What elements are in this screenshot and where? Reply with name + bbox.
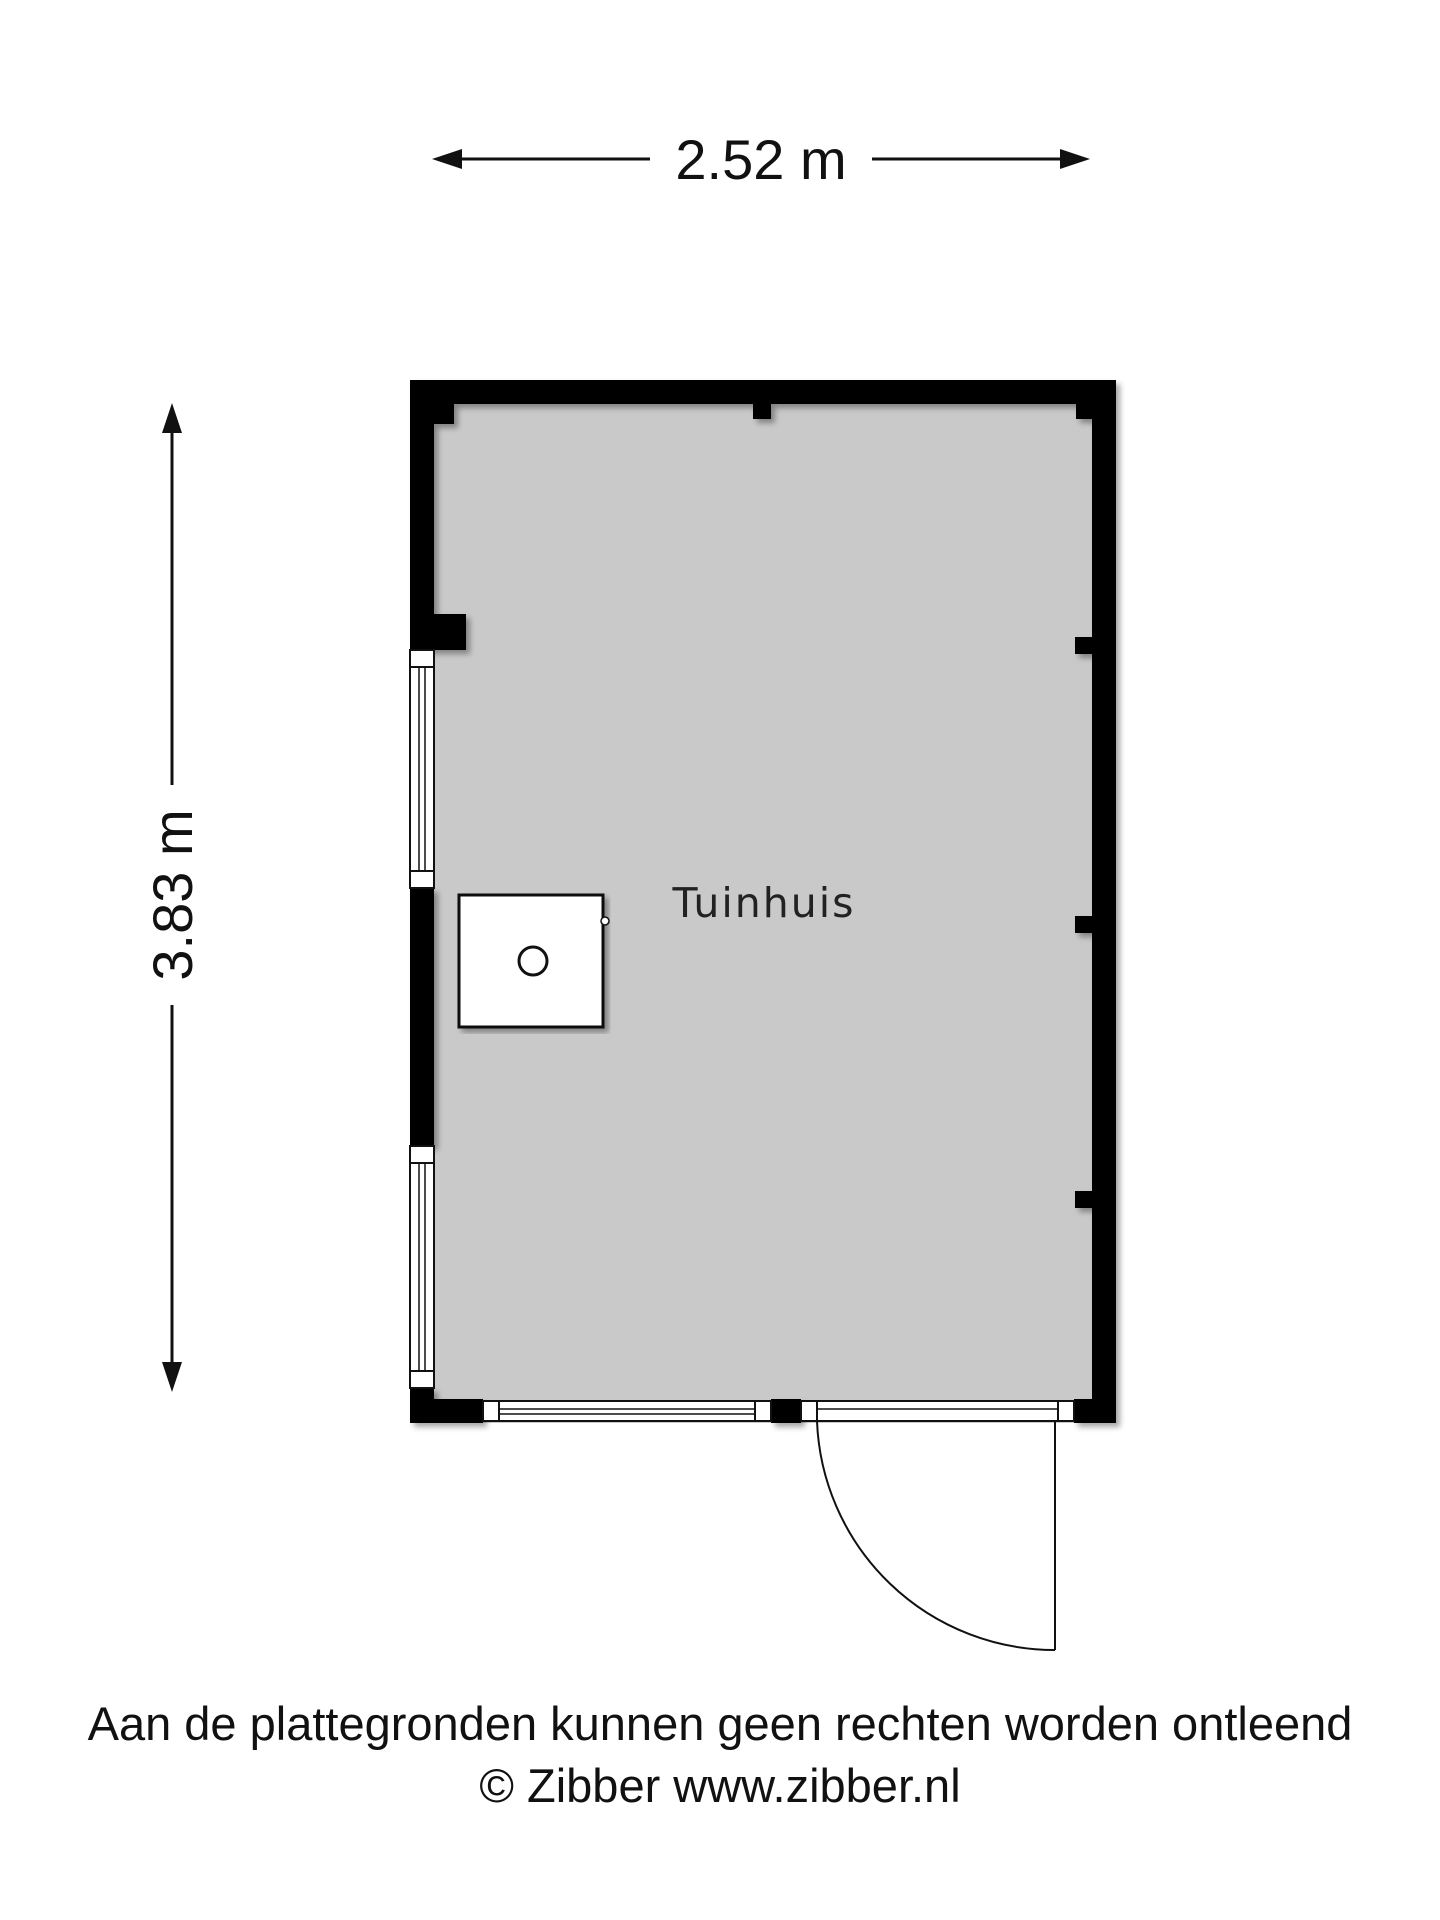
- arrow-down-icon: [162, 1362, 182, 1392]
- copyright-text: © Zibber www.zibber.nl: [479, 1759, 961, 1812]
- room: Tuinhuis: [409, 380, 1116, 1651]
- arrow-right-icon: [1060, 149, 1090, 169]
- height-label: 3.83 m: [141, 809, 204, 980]
- window-left-lower: [409, 1145, 435, 1389]
- window-left-upper: [409, 649, 435, 889]
- width-dimension: 2.52 m: [432, 128, 1090, 191]
- window-bottom: [482, 1400, 772, 1422]
- fixture-drain-icon: [517, 945, 549, 977]
- width-label: 2.52 m: [675, 128, 846, 191]
- arrow-up-icon: [162, 403, 182, 433]
- room-label: Tuinhuis: [672, 879, 856, 927]
- door: [800, 1400, 1075, 1651]
- walls: [410, 380, 1116, 1423]
- door-swing-arc: [816, 1420, 1056, 1651]
- height-dimension: 3.83 m: [141, 403, 204, 1392]
- disclaimer-text: Aan de plattegronden kunnen geen rechten…: [87, 1697, 1353, 1750]
- fixture-tap-icon: [600, 916, 610, 926]
- arrow-left-icon: [432, 149, 462, 169]
